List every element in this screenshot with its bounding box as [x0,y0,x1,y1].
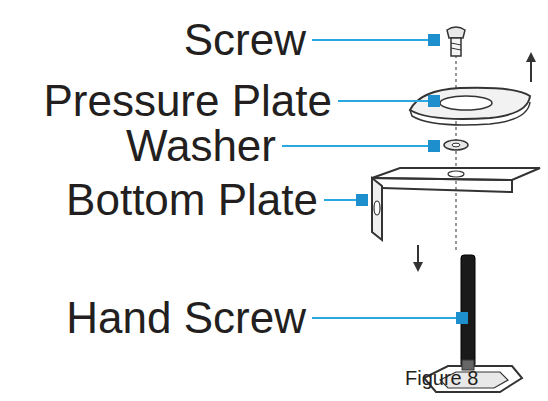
up-arrow [526,52,536,82]
bottom-plate-drawing [372,168,540,240]
screw-drawing [447,27,465,56]
assembly-axis [455,55,456,250]
part-label: Hand Screw [66,296,306,340]
part-label: Washer [126,124,276,168]
figure-caption: Figure 8 [405,368,478,388]
down-arrow [413,245,423,272]
washer-drawing [444,140,468,150]
part-label: Bottom Plate [66,178,318,222]
pressure-plate-drawing [410,88,530,125]
part-label: Screw [184,18,306,62]
part-label: Pressure Plate [43,79,332,123]
